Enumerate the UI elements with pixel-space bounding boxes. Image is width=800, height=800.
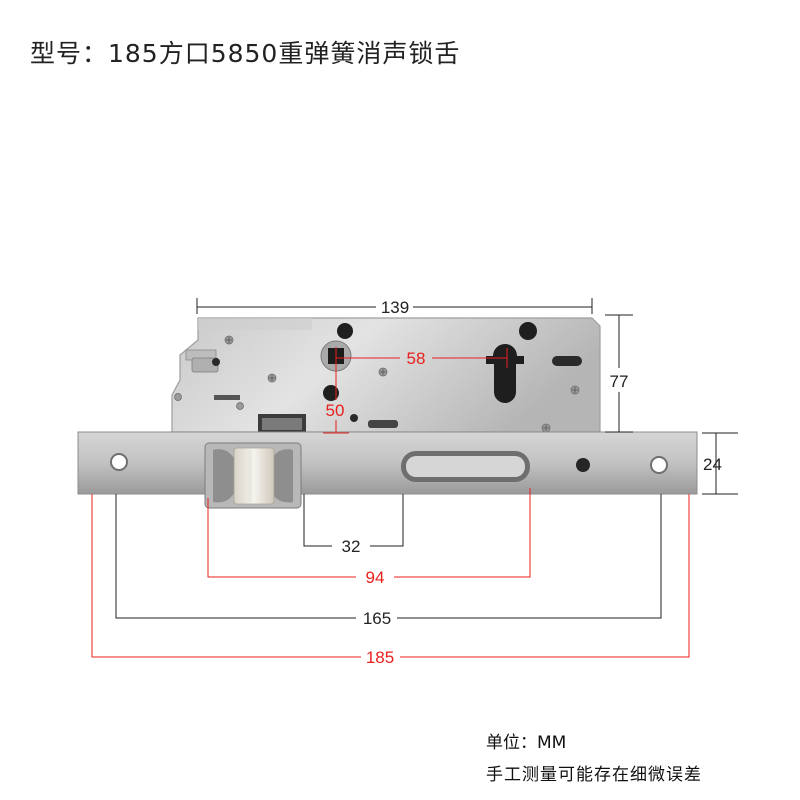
- dimension-165: [115, 494, 662, 619]
- unit-note: 单位：MM: [486, 733, 567, 753]
- dimension-label-94: 94: [366, 568, 385, 587]
- dimension-185: [91, 494, 690, 658]
- dimension-139: [196, 298, 593, 314]
- dimension-label-77: 77: [610, 372, 629, 391]
- faceplate-hole-icon: [110, 453, 128, 471]
- model-title: 型号：185方口5850重弹簧消声锁舌: [30, 39, 461, 68]
- dimension-label-185: 185: [366, 648, 394, 667]
- mount-hole-icon: [337, 323, 353, 339]
- dimension-label-139: 139: [381, 298, 409, 317]
- dimension-32: [303, 494, 404, 547]
- screw-icon: [541, 423, 551, 433]
- dimension-24: [702, 432, 738, 495]
- screw-icon: [570, 385, 580, 395]
- faceplate-screw-icon: [576, 458, 590, 472]
- dimension-label-58: 58: [407, 349, 426, 368]
- latch-bolt: [204, 442, 302, 509]
- dimension-label-32: 32: [342, 537, 361, 556]
- screw-icon: [224, 335, 234, 345]
- screw-icon: [378, 367, 388, 377]
- dimension-label-24: 24: [703, 455, 722, 474]
- faceplate: [77, 431, 698, 495]
- screw-icon: [174, 393, 182, 401]
- dimension-58: [335, 347, 508, 368]
- cylinder-cutout-icon: [486, 344, 524, 403]
- dimension-77: [605, 314, 633, 433]
- dimension-label-165: 165: [363, 609, 391, 628]
- screw-icon: [267, 373, 277, 383]
- faceplate-hole-icon: [650, 456, 668, 474]
- screw-icon: [236, 402, 244, 410]
- dimension-94: [207, 488, 531, 578]
- dimension-50: [323, 365, 349, 434]
- dimension-label-50: 50: [326, 401, 345, 420]
- mount-hole-icon: [519, 322, 537, 340]
- measurement-disclaimer: 手工测量可能存在细微误差: [486, 765, 702, 785]
- lock-body: [171, 317, 601, 433]
- mount-hole-icon: [323, 385, 339, 401]
